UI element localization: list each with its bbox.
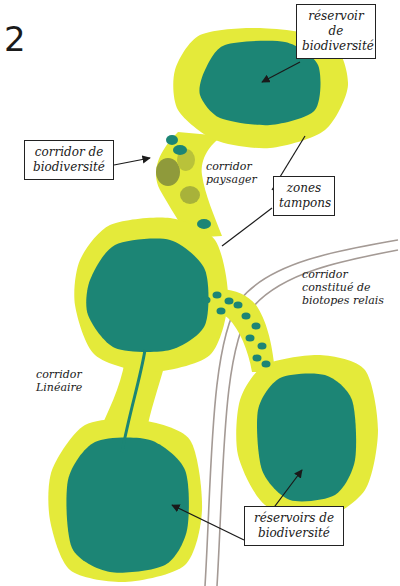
corridor-patch [180,186,200,204]
corridor-patch [173,145,187,155]
biodiversity-reservoir [257,373,356,501]
corridor-patch [197,219,211,229]
relay-biotope [234,302,243,309]
relay-biotope [252,323,261,330]
callout-box: corridor de biodiversité [24,140,114,180]
linear-corridor-line [122,350,145,452]
leader-line [172,505,244,540]
relay-biotope [202,297,211,304]
biodiversity-reservoir [66,438,188,573]
callout-text: réservoir de biodiversité [302,9,370,54]
relay-biotope [213,292,222,299]
callout-box: réservoir de biodiversité [296,4,376,59]
callout-box: réservoirs de biodiversité [244,506,344,546]
relay-biotope [242,313,251,320]
callout-text: corridor de biodiversité [30,145,108,175]
corridor-label: corridor constitué de biotopes relais [302,268,392,308]
corridor-patch [166,135,178,145]
relay-biotope [225,298,234,305]
relay-biotope [246,335,255,342]
corridor-label: corridor paysager [206,160,264,186]
callout-text: réservoirs de biodiversité [250,511,338,541]
corridor-label: corridor Linéaire [36,368,98,394]
buffer-zone [74,217,228,372]
figure-number: 2 [4,22,34,56]
relay-biotope [217,308,226,315]
corridor-patch [156,158,180,186]
leader-line [114,158,150,165]
relay-biotope [258,343,267,350]
relay-biotope [262,361,271,368]
callout-box: zones tampons [273,176,335,216]
buffer-zone [236,355,378,520]
leader-line [272,470,302,510]
leader-line [262,62,300,82]
leader-line [222,208,272,246]
callout-text: zones tampons [279,181,329,211]
relay-biotope [253,355,262,362]
biodiversity-reservoir [86,239,208,352]
